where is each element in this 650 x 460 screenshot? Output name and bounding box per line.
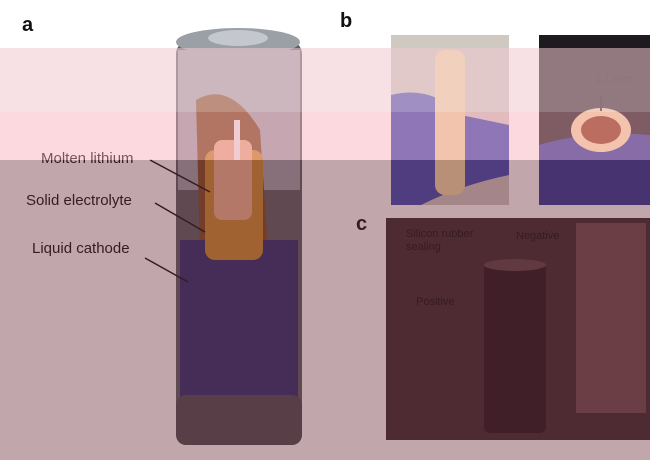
- label-positive: Positive: [416, 296, 455, 308]
- label-negative: Negative: [516, 230, 560, 242]
- label-liquid-cathode: Liquid cathode: [32, 240, 130, 257]
- tube-cross-section-hole: [581, 116, 621, 144]
- bottom-ring: [176, 395, 302, 445]
- label-molten-lithium: Molten lithium: [41, 150, 134, 167]
- panel-label-a: a: [22, 14, 34, 36]
- photo-tube-cross-section: 1.1 mm: [539, 35, 650, 205]
- label-sealing-line1: Silicon rubber: [406, 228, 474, 240]
- photo-c-drawing: [386, 218, 650, 440]
- photo-assembled-cell: Silicon rubber sealing Negative Positive: [386, 218, 650, 440]
- cell-top-seal: [484, 259, 546, 271]
- label-sealing-line2: sealing: [406, 241, 441, 253]
- panel-label-c: c: [356, 213, 368, 235]
- leader-liquid: [144, 257, 189, 283]
- label-solid-electrolyte: Solid electrolyte: [26, 192, 132, 209]
- glove-hand-2: [539, 133, 650, 205]
- liquid-cathode-region: [180, 240, 298, 400]
- photo-b2-drawing: [539, 35, 650, 205]
- top-terminal: [208, 30, 268, 46]
- ruler: [576, 223, 646, 413]
- assembled-cell-body: [484, 263, 546, 433]
- photo-b1-drawing: [391, 35, 509, 205]
- leader-molten: [149, 159, 211, 193]
- leader-solid: [154, 202, 206, 233]
- photo-electrolyte-tube-in-hand: [391, 35, 509, 205]
- label-thickness: 1.1 mm: [595, 73, 632, 85]
- molten-lithium-core: [214, 140, 252, 220]
- current-collector-rod: [234, 120, 240, 160]
- electrolyte-tube: [435, 50, 465, 195]
- panel-label-b: b: [340, 10, 353, 32]
